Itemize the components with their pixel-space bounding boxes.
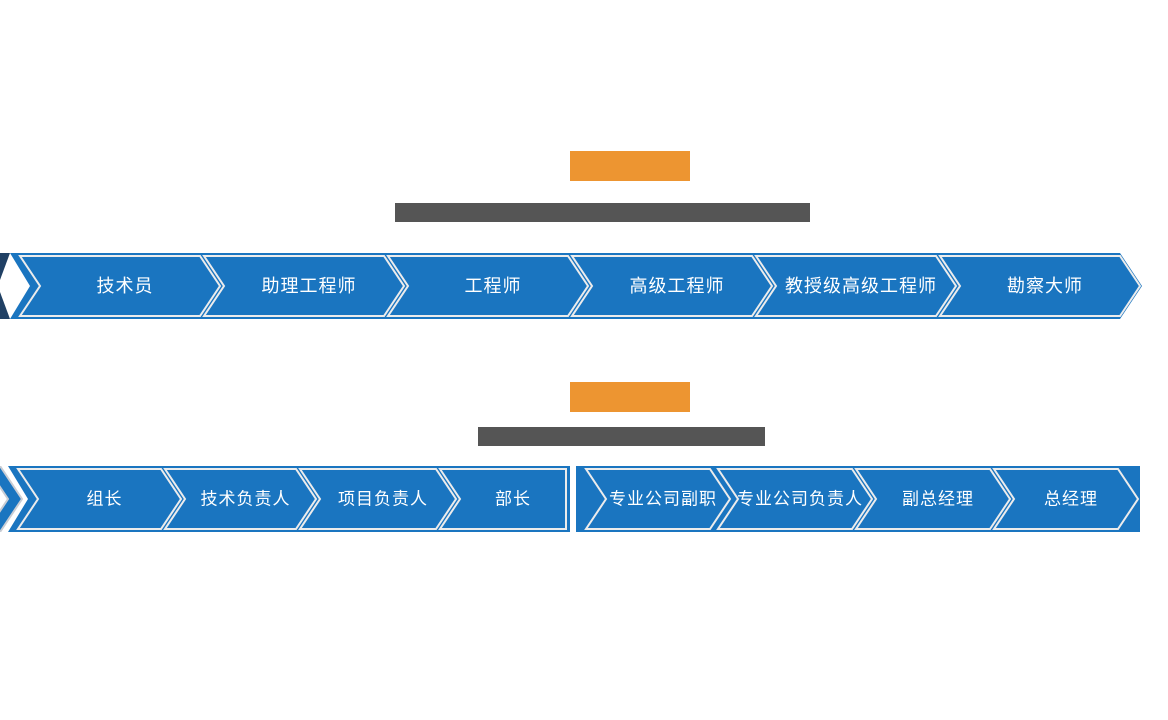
ladder-step-label: 助理工程师 (262, 276, 357, 296)
ladder-step-label: 工程师 (465, 276, 522, 296)
ladder-step (163, 468, 318, 530)
ladder-step-label: 高级工程师 (630, 276, 725, 296)
ladder-step (386, 255, 590, 317)
section2-title-accent-block (570, 382, 690, 412)
ladder-step (938, 255, 1142, 317)
ladder-step-label: 勘察大师 (1007, 276, 1083, 296)
ladder-step (18, 255, 222, 317)
ladder-step-label: 组长 (87, 490, 123, 509)
ladder-tail (0, 253, 10, 280)
ladder-step (570, 255, 774, 317)
section1-subtitle-bar (395, 203, 810, 222)
ladder-step-label: 项目负责人 (338, 490, 428, 509)
ladder-step-label: 总经理 (1044, 490, 1098, 509)
section1-title-accent-block (570, 151, 690, 181)
career-ladder-professional-titles: 技术员 助理工程师 工程师 高级工程师 教授级高级工程师 勘察大师 (0, 253, 1142, 319)
ladder-tail (0, 466, 24, 532)
ladder-step-label: 专业公司负责人 (737, 490, 863, 509)
ladder-step-label: 部长 (495, 490, 531, 509)
ladder-step (16, 468, 183, 530)
career-ladder-management-roles: 组长 技术负责人 项目负责人 部长 专业公司副职 专业公司负责人 副总经理 总经理 (0, 466, 1140, 532)
ladder-tail (0, 292, 10, 319)
ladder-step-label: 技术负责人 (201, 490, 291, 509)
ladder-step (716, 468, 874, 530)
ladder-step (854, 468, 1012, 530)
ladder-step (438, 468, 567, 530)
ladder-step (202, 255, 406, 317)
ladder-step-label: 教授级高级工程师 (785, 276, 937, 296)
ladder-step (584, 468, 732, 530)
ladder-step-label: 技术员 (97, 276, 154, 296)
ladder-step-label: 副总经理 (902, 490, 974, 509)
ladder-step-label: 专业公司副职 (609, 490, 717, 509)
ladder-step (992, 468, 1140, 530)
ladder-step (298, 468, 458, 530)
section2-subtitle-bar (478, 427, 765, 446)
ladder-step (754, 255, 958, 317)
